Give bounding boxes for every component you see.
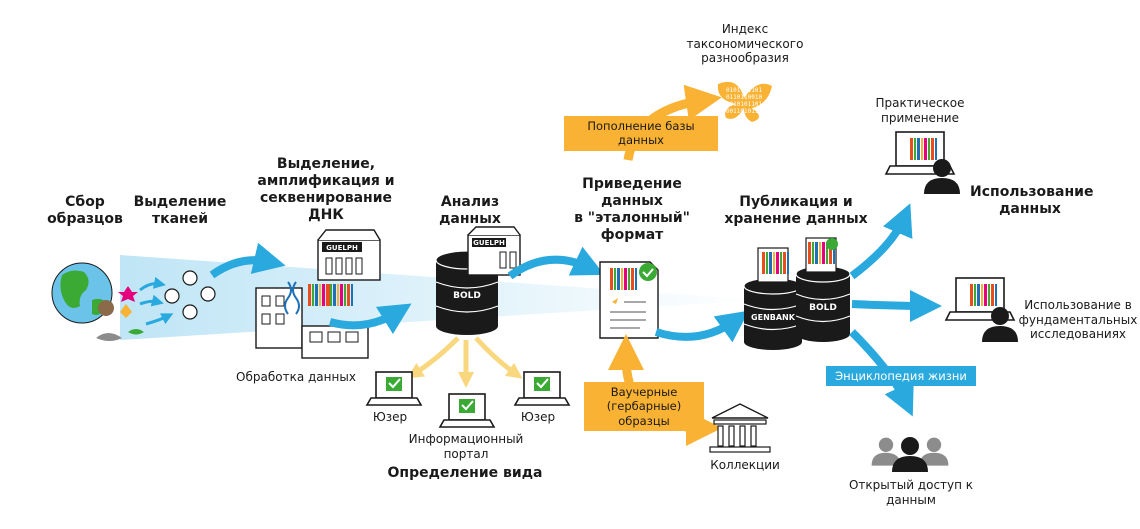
binary-line-4: 0011010110 xyxy=(726,108,763,115)
label-data-processing: Обработка данных xyxy=(236,370,356,384)
laptop-icon-right xyxy=(514,371,570,406)
binary-line-1: 0101101101 xyxy=(726,87,763,94)
label-taxonomic-index: Индекс таксономического разнообразия xyxy=(686,22,804,66)
stage-standard-format: Приведение данных в "эталонный" формат xyxy=(574,176,690,244)
standard-document-icon xyxy=(599,261,659,339)
arrow-to-user-left xyxy=(407,336,460,379)
arrow-to-standard xyxy=(507,246,605,280)
arrow-to-publish xyxy=(654,310,749,343)
stage-collect-samples: Сбор образцов xyxy=(47,194,123,228)
arrow-to-user-right xyxy=(474,336,523,379)
arrow-to-dna xyxy=(209,242,286,279)
genbank-database-icon xyxy=(743,277,803,350)
tissue-samples-icon xyxy=(164,270,216,320)
label-info-portal: Информационный портал xyxy=(408,432,524,461)
label-user-right: Юзер xyxy=(520,410,556,424)
dna-sequence-icon xyxy=(284,281,353,315)
guelph-label-1: GUELPH xyxy=(326,244,358,252)
label-fundamental-research: Использование в фундаментальных исследов… xyxy=(1018,298,1138,342)
label-collections: Коллекции xyxy=(710,458,780,472)
dna-lab-building-icon xyxy=(255,229,381,359)
label-practical-application: Практическое применение xyxy=(875,96,965,125)
published-documents-icon xyxy=(757,237,838,283)
badge-db-update: Пополнение базы данных xyxy=(564,116,718,151)
stage-tissue-extraction: Выделение тканей xyxy=(133,194,227,228)
fundamental-laptop-icon xyxy=(944,277,1016,321)
badge-encyclopedia-of-life: Энциклопедия жизни xyxy=(826,366,976,387)
arrow-tissue-1 xyxy=(139,276,166,292)
stage-dna-sequencing: Выделение, амплификация и секвенирование… xyxy=(257,156,395,224)
organisms-icon xyxy=(96,286,144,341)
badge-vouchers: Ваучерные (гербарные) образцы xyxy=(584,382,704,432)
binary-line-3: 1010101101 xyxy=(726,101,763,108)
arrow-to-practical xyxy=(849,203,913,280)
people-group-icon xyxy=(871,437,949,472)
bold-label-2: BOLD xyxy=(809,303,837,313)
binary-line-2: 0110110010 xyxy=(726,94,763,101)
laptop-icon-left xyxy=(366,371,422,406)
guelph-label-2: GUELPH xyxy=(473,239,505,247)
arrow-tissue-3 xyxy=(145,313,174,326)
stage-publish-store: Публикация и хранение данных xyxy=(724,194,868,228)
arrow-tissue-2 xyxy=(139,294,164,307)
arrow-to-fundamental xyxy=(851,289,942,322)
stage-data-analysis: Анализ данных xyxy=(439,194,501,228)
collections-museum-icon xyxy=(709,403,771,453)
genbank-label: GENBANK xyxy=(751,313,796,322)
arrow-to-analysis xyxy=(328,303,412,335)
laptop-icon-portal xyxy=(439,393,495,428)
label-open-access: Открытый доступ к данным xyxy=(848,478,974,507)
label-user-left: Юзер xyxy=(372,410,408,424)
binary-butterfly-icon xyxy=(717,81,772,122)
stage-data-usage: Использование данных xyxy=(970,184,1094,218)
label-species-identification: Определение вида xyxy=(387,465,543,481)
bold-label-1: BOLD xyxy=(453,291,481,301)
analysis-building-icon xyxy=(467,226,521,276)
